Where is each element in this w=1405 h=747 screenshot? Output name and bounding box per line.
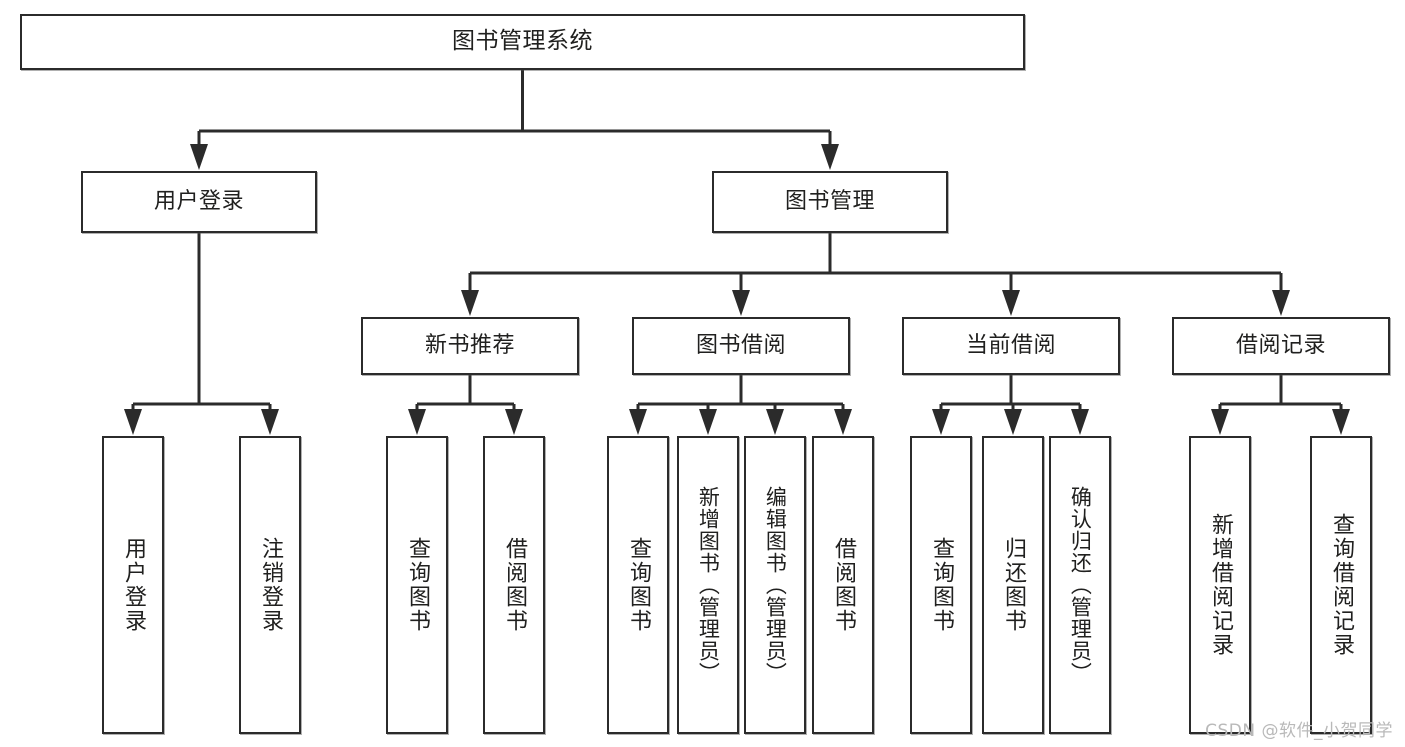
arrowhead-leaf-user-login — [124, 409, 142, 435]
arrowhead-book-manage — [821, 144, 839, 170]
node-new-book-recommend[interactable]: 新书推荐 — [361, 317, 579, 375]
arrowhead-leaf-edit-book — [766, 409, 784, 435]
node-label-book-borrow: 图书借阅 — [695, 332, 786, 358]
node-leaf-logout[interactable]: 注销登录 — [239, 436, 301, 734]
node-user-login[interactable]: 用户登录 — [81, 171, 317, 233]
node-leaf-user-login[interactable]: 用户登录 — [102, 436, 164, 734]
arrowhead-leaf-query-record — [1332, 409, 1350, 435]
arrowhead-leaf-borrow-book-2 — [834, 409, 852, 435]
arrowhead-user-login — [190, 144, 208, 170]
node-current-borrow[interactable]: 当前借阅 — [902, 317, 1120, 375]
node-label-leaf-add-book: 新增图书（管理员） — [696, 486, 721, 684]
node-label-leaf-add-record: 新增借阅记录 — [1207, 513, 1233, 657]
csdn-watermark: CSDN @软件_小贺同学 — [1205, 721, 1393, 741]
arrowhead-leaf-query-book-1 — [408, 409, 426, 435]
node-label-book-manage: 图书管理 — [784, 188, 875, 214]
node-leaf-query-record[interactable]: 查询借阅记录 — [1310, 436, 1372, 734]
node-leaf-edit-book[interactable]: 编辑图书（管理员） — [744, 436, 806, 734]
node-leaf-query-book-2[interactable]: 查询图书 — [607, 436, 669, 734]
node-label-leaf-confirm-return: 确认归还（管理员） — [1068, 486, 1093, 684]
node-label-leaf-query-book-2: 查询图书 — [625, 537, 651, 633]
node-label-root: 图书管理系统 — [452, 28, 593, 55]
node-label-leaf-borrow-book-1: 借阅图书 — [501, 537, 527, 633]
node-leaf-return-book[interactable]: 归还图书 — [982, 436, 1044, 734]
node-label-new-book-recommend: 新书推荐 — [424, 332, 515, 358]
node-leaf-borrow-book-1[interactable]: 借阅图书 — [483, 436, 545, 734]
arrowhead-leaf-return-book — [1004, 409, 1022, 435]
arrowhead-leaf-logout — [261, 409, 279, 435]
arrowhead-new-book-recommend — [461, 290, 479, 316]
node-label-borrow-record: 借阅记录 — [1235, 332, 1326, 358]
node-leaf-confirm-return[interactable]: 确认归还（管理员） — [1049, 436, 1111, 734]
node-label-leaf-query-book-3: 查询图书 — [928, 537, 954, 633]
arrowhead-leaf-borrow-book-1 — [505, 409, 523, 435]
arrowhead-current-borrow — [1002, 290, 1020, 316]
node-leaf-query-book-3[interactable]: 查询图书 — [910, 436, 972, 734]
node-root[interactable]: 图书管理系统 — [20, 14, 1025, 70]
arrowhead-leaf-add-book — [699, 409, 717, 435]
node-leaf-query-book-1[interactable]: 查询图书 — [386, 436, 448, 734]
arrowhead-book-borrow — [732, 290, 750, 316]
arrowhead-borrow-record — [1272, 290, 1290, 316]
node-label-leaf-edit-book: 编辑图书（管理员） — [763, 486, 788, 684]
node-borrow-record[interactable]: 借阅记录 — [1172, 317, 1390, 375]
node-label-leaf-borrow-book-2: 借阅图书 — [830, 537, 856, 633]
node-label-leaf-query-record: 查询借阅记录 — [1328, 513, 1354, 657]
arrowhead-leaf-add-record — [1211, 409, 1229, 435]
node-book-manage[interactable]: 图书管理 — [712, 171, 948, 233]
node-label-leaf-user-login: 用户登录 — [120, 537, 146, 633]
node-label-user-login: 用户登录 — [153, 188, 244, 214]
node-leaf-borrow-book-2[interactable]: 借阅图书 — [812, 436, 874, 734]
node-label-leaf-logout: 注销登录 — [257, 537, 283, 633]
arrowhead-leaf-query-book-3 — [932, 409, 950, 435]
arrowhead-leaf-query-book-2 — [629, 409, 647, 435]
node-label-leaf-return-book: 归还图书 — [1000, 537, 1026, 633]
arrowhead-leaf-confirm-return — [1071, 409, 1089, 435]
node-leaf-add-record[interactable]: 新增借阅记录 — [1189, 436, 1251, 734]
node-label-leaf-query-book-1: 查询图书 — [404, 537, 430, 633]
node-leaf-add-book[interactable]: 新增图书（管理员） — [677, 436, 739, 734]
node-label-current-borrow: 当前借阅 — [965, 332, 1056, 358]
node-book-borrow[interactable]: 图书借阅 — [632, 317, 850, 375]
